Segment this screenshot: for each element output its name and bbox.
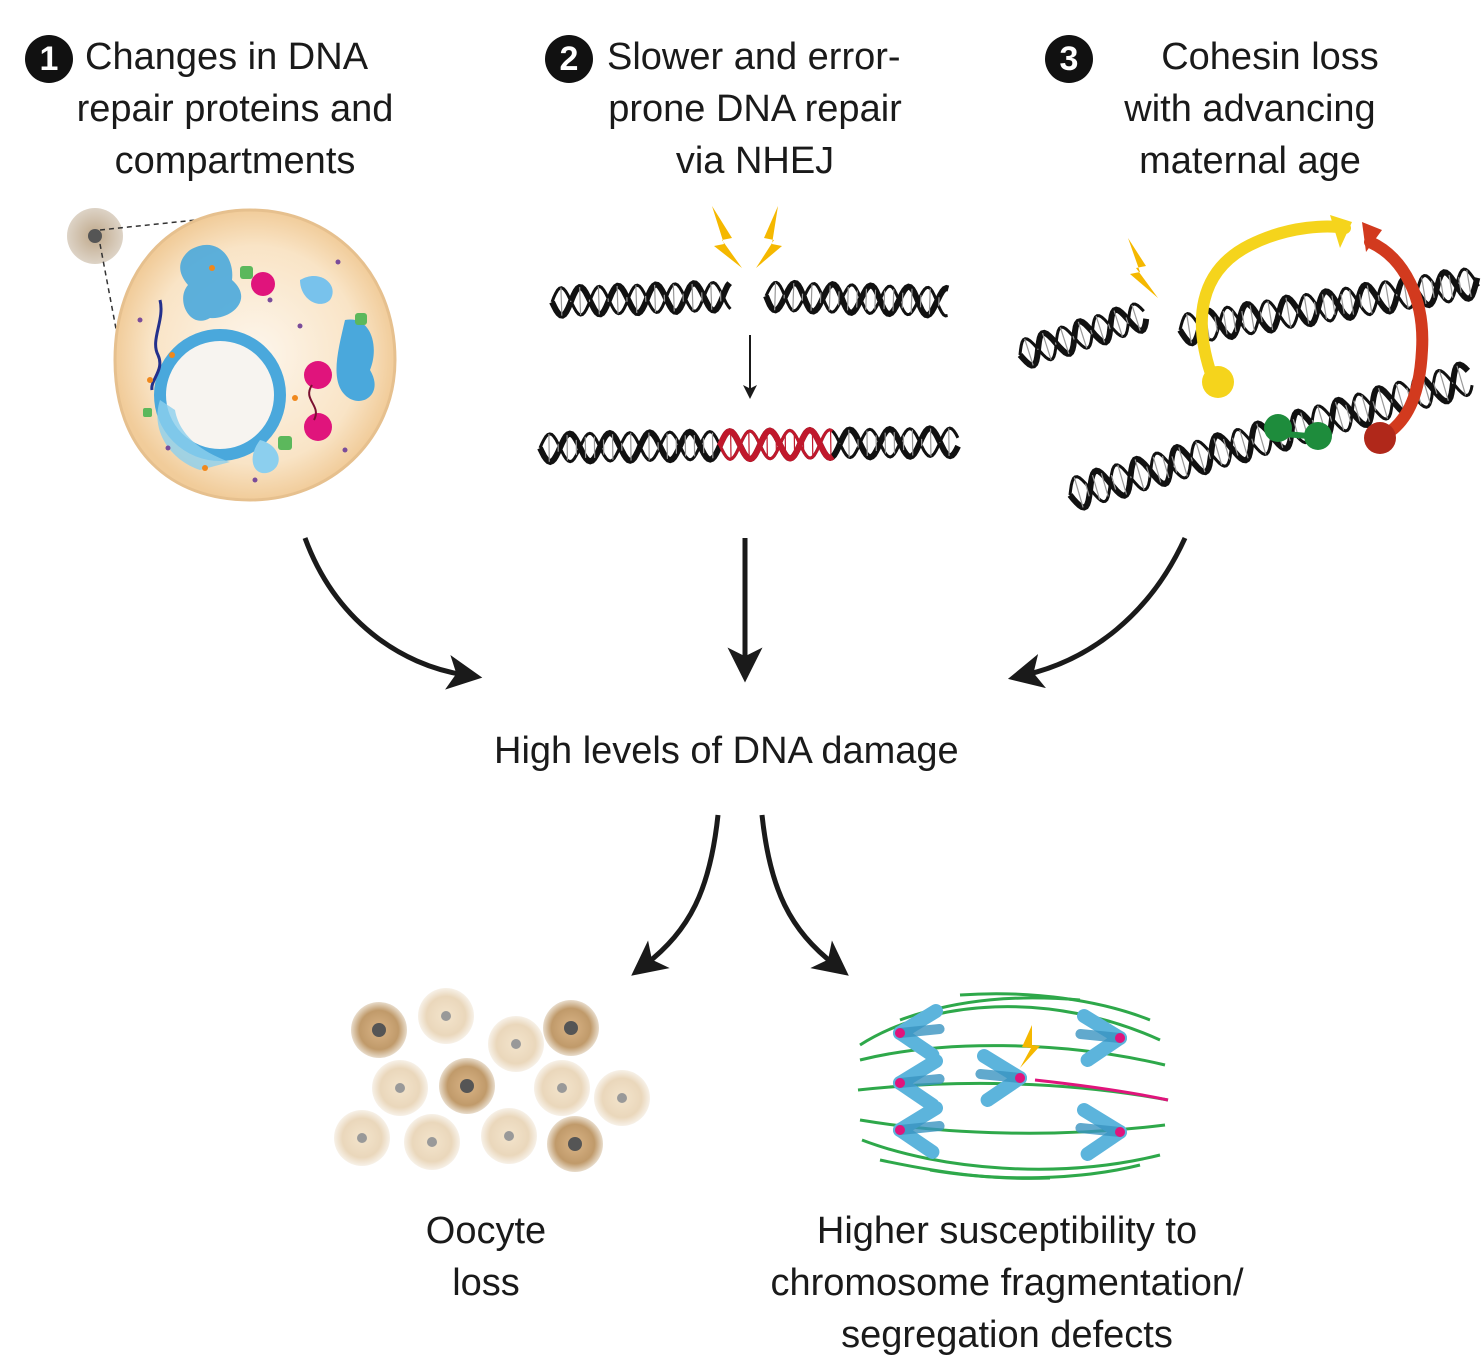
chromosome — [1075, 1103, 1127, 1161]
chromosome — [893, 1004, 945, 1062]
step-3-line-3: maternal age — [1139, 140, 1361, 182]
arrow-3-to-damage — [1007, 536, 1188, 689]
magenta-granule — [304, 361, 332, 389]
step-2-title: 2 Slower and error- prone DNA repair via… — [545, 31, 965, 187]
oocyte — [418, 988, 474, 1044]
oocyte-loss-line-1: Oocyte — [425, 1210, 547, 1252]
dna-double-helix — [1177, 267, 1481, 347]
oocyte — [534, 1060, 590, 1116]
step-1-number-badge: 1 — [25, 35, 73, 83]
cohesin-illustration — [1017, 215, 1481, 511]
nucleus — [154, 329, 286, 461]
spindle-illustration — [857, 992, 1169, 1180]
cohesin-red-ring — [1364, 236, 1429, 441]
oocyte — [481, 1108, 537, 1164]
broken-dna-left — [549, 280, 732, 319]
oocyte-cluster-illustration — [334, 988, 650, 1172]
oocyte — [351, 1002, 407, 1058]
chromosome — [893, 1054, 945, 1112]
step-2-line-3: via NHEJ — [675, 140, 835, 182]
oocyte — [547, 1116, 603, 1172]
lightning-icon — [1020, 1025, 1040, 1068]
chromosome — [1075, 1009, 1127, 1067]
step-3-line-2: with advancing — [1124, 88, 1376, 130]
magenta-granule — [304, 413, 332, 441]
fragmentation-line-2: chromosome fragmentation/ — [770, 1262, 1244, 1304]
chromosomes — [893, 1004, 1127, 1161]
step-2-number-badge: 2 — [545, 35, 593, 83]
chromosome — [975, 1049, 1027, 1107]
fragmentation-line-1: Higher susceptibility to — [816, 1210, 1198, 1252]
broken-dna-fragment — [1017, 302, 1150, 369]
step-3-title: 3 Cohesin loss with advancing maternal a… — [1045, 31, 1455, 187]
broken-dna-right — [763, 279, 950, 319]
step-2-line-1: Slower and error- — [607, 36, 901, 78]
oocyte — [372, 1060, 428, 1116]
arrow-to-oocyte-loss — [631, 814, 721, 976]
step-1-line-2: repair proteins and — [76, 88, 394, 130]
oocyte-loss-line-2: loss — [452, 1262, 520, 1304]
step-1-line-3: compartments — [114, 140, 356, 182]
fragmentation-line-3: segregation defects — [841, 1314, 1173, 1356]
lightning-icon — [1128, 238, 1158, 298]
step-1-title: 1 Changes in DNA repair proteins and com… — [25, 31, 445, 187]
fragmentation-label: Higher susceptibility to chromosome frag… — [732, 1205, 1282, 1361]
nhej-repair-illustration — [537, 206, 961, 466]
magenta-granule — [251, 272, 275, 296]
arrow-1-to-damage — [302, 537, 483, 690]
oocyte — [439, 1058, 495, 1114]
repaired-dna — [537, 425, 961, 466]
oocyte — [594, 1070, 650, 1126]
step-3-number-badge: 3 — [1045, 35, 1093, 83]
step-1-line-1: Changes in DNA — [85, 36, 369, 78]
oocyte — [404, 1114, 460, 1170]
lightning-icon — [712, 206, 782, 268]
step-3-line-1: Cohesin loss — [1161, 36, 1379, 78]
cohesin-yellow-ring — [1195, 220, 1351, 391]
step-2-line-2: prone DNA repair — [608, 88, 902, 130]
oocyte — [543, 1000, 599, 1056]
oocyte — [488, 1016, 544, 1072]
dna-damage-label: High levels of DNA damage — [494, 730, 959, 772]
oocyte-cell-illustration — [67, 208, 397, 502]
oocyte — [334, 1110, 390, 1166]
cohesin-green-subunit — [1264, 414, 1292, 442]
oocyte-loss-label: Oocyte loss — [386, 1205, 586, 1309]
arrow-to-fragmentation — [759, 814, 849, 976]
chromosome — [893, 1101, 945, 1159]
